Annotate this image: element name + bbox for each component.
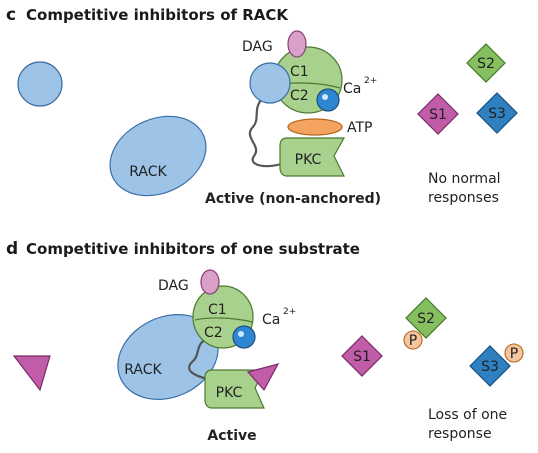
- active-label: Active: [207, 428, 256, 444]
- c1-label: C1: [208, 302, 227, 318]
- pkc-label: PKC: [295, 152, 322, 168]
- panel-c: c Competitive inhibitors of RACK RACK C1…: [6, 5, 518, 207]
- dag-label: DAG: [242, 39, 273, 55]
- s2-diamond: [466, 43, 506, 83]
- pkc-label: PKC: [216, 385, 243, 401]
- substrate-s3: S3 P: [469, 343, 524, 387]
- substrate-s2: S2 P: [403, 297, 447, 350]
- s3-diamond: [476, 92, 518, 134]
- phospho-label: P: [409, 333, 417, 349]
- dag-label: DAG: [158, 278, 189, 294]
- calcium-ion: [232, 325, 256, 349]
- atp-label: ATP: [347, 120, 372, 136]
- substrate-s3: S3: [476, 92, 518, 134]
- outcome-line2-c: responses: [428, 190, 499, 206]
- panel-c-title: Competitive inhibitors of RACK: [26, 6, 289, 24]
- c1-c2-divider: [194, 317, 253, 323]
- calcium-ion: [316, 88, 340, 112]
- pkc-complex-active: C1 C2 DAG Ca 2+ ATP PKC: [242, 30, 377, 177]
- panel-d-letter: d: [6, 239, 18, 259]
- ca-label: Ca: [262, 312, 280, 328]
- s2-diamond: [405, 297, 447, 339]
- s2-label: S2: [477, 56, 495, 72]
- s1-diamond: [417, 93, 459, 135]
- c2-label: C2: [290, 88, 309, 104]
- phospho-group: [504, 343, 524, 363]
- s1-label: S1: [429, 107, 447, 123]
- panel-d-title: Competitive inhibitors of one substrate: [26, 240, 360, 258]
- bound-inhibitor-triangle: [246, 363, 280, 392]
- active-non-anchored-label: Active (non-anchored): [205, 191, 381, 207]
- pkc-kinase-domain: [204, 369, 265, 409]
- phospho-group: [403, 330, 423, 350]
- calcium-highlight: [322, 94, 328, 100]
- rack-label: RACK: [124, 362, 162, 378]
- s3-label: S3: [481, 359, 499, 375]
- panel-c-letter: c: [6, 5, 16, 25]
- substrate-s1: S1: [341, 335, 383, 377]
- s1-diamond: [341, 335, 383, 377]
- dag-molecule: [287, 30, 307, 58]
- pkc-kinase-domain: [279, 137, 346, 177]
- pseudo-substrate-linker: [188, 334, 215, 382]
- substrate-s1: S1: [417, 93, 459, 135]
- calcium-highlight: [238, 331, 244, 337]
- rack-label: RACK: [129, 164, 167, 180]
- outcome-line1-d: Loss of one: [428, 407, 507, 423]
- c1-label: C1: [290, 64, 309, 80]
- outcome-line1-c: No normal: [428, 171, 501, 187]
- outcome-line2-d: response: [428, 426, 492, 442]
- c2-label: C2: [204, 325, 223, 341]
- s1-label: S1: [353, 349, 371, 365]
- pseudo-substrate-linker: [248, 94, 286, 168]
- inhibitor-peptide-circle: [17, 61, 63, 107]
- inhibitor-triangle: [12, 355, 51, 392]
- s3-diamond: [469, 345, 511, 387]
- atp-molecule: [287, 118, 343, 136]
- s3-label: S3: [488, 106, 506, 122]
- pkc-complex-anchored: C1 C2 DAG Ca 2+ PKC: [158, 269, 296, 409]
- s2-label: S2: [417, 311, 435, 327]
- rack-receptor: [109, 115, 207, 197]
- bound-inhibitor-circle: [249, 62, 291, 104]
- ca-superscript: 2+: [283, 307, 296, 317]
- ca-superscript: 2+: [364, 76, 377, 86]
- ca-label: Ca: [343, 81, 361, 97]
- substrate-s2: S2: [466, 43, 506, 83]
- phospho-label: P: [510, 346, 518, 362]
- dag-molecule: [200, 269, 220, 295]
- panel-d: d Competitive inhibitors of one substrat…: [6, 239, 524, 444]
